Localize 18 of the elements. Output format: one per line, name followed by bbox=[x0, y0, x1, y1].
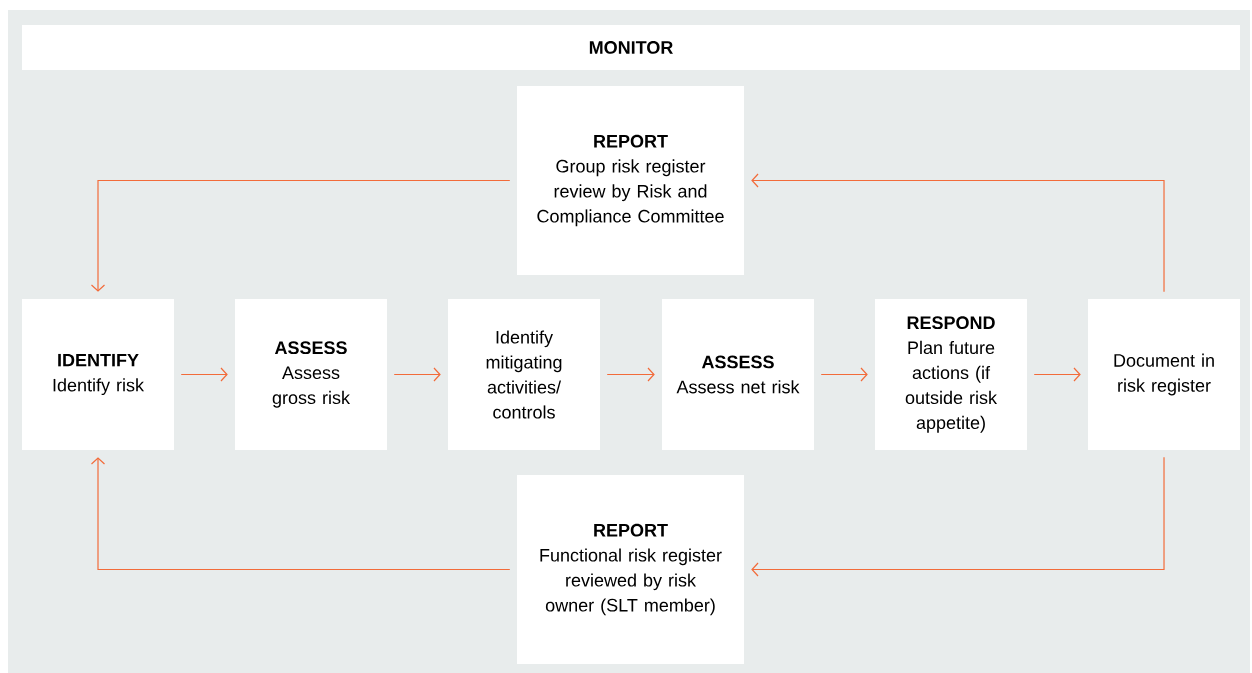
process-box: REPORT Group risk register review by Risk and Compliance Committee bbox=[517, 86, 744, 275]
process-box: RESPOND Plan future actions (if outside risk appetite) bbox=[875, 299, 1027, 450]
process-box: REPORT Functional risk register reviewed by risk owner (SLT member) bbox=[517, 475, 744, 664]
arrow bbox=[90, 457, 511, 571]
arrow bbox=[751, 456, 1165, 577]
process-box: ASSESS Assess gross risk bbox=[235, 299, 387, 450]
arrow bbox=[606, 367, 655, 382]
arrow bbox=[751, 173, 1165, 293]
process-box: ASSESS Assess net risk bbox=[662, 299, 814, 450]
process-box: IDENTIFY Identify risk bbox=[22, 299, 174, 450]
arrow bbox=[393, 367, 441, 382]
arrow bbox=[90, 179, 511, 292]
arrow bbox=[820, 367, 868, 382]
arrow bbox=[180, 367, 228, 382]
arrow bbox=[1033, 367, 1081, 382]
monitor-band: MONITOR bbox=[22, 25, 1240, 70]
process-box: Document in risk register bbox=[1088, 299, 1240, 450]
process-box: Identify mitigating activities/ controls bbox=[448, 299, 600, 450]
